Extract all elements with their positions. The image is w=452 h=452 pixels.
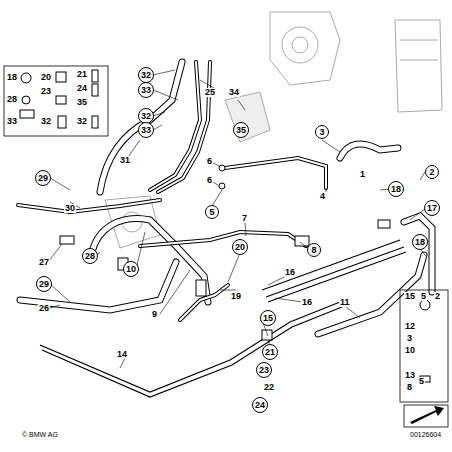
callout-number: 27 [38, 258, 50, 267]
callout-number: 29 [39, 280, 49, 289]
callout-circle: 20 [232, 239, 248, 255]
callout-number: 32 [141, 71, 151, 80]
callout-number: 32 [40, 117, 52, 126]
callout-number: 21 [265, 348, 275, 357]
callout-number: 16 [284, 268, 296, 277]
callout-number: 24 [76, 84, 88, 93]
callout-circle: 29 [36, 276, 52, 292]
callout-circle: 29 [35, 170, 51, 186]
callout-number: 3 [406, 334, 413, 343]
callout-circle: 15 [260, 310, 276, 326]
callout-number: 10 [404, 346, 416, 355]
callout-number: 23 [259, 366, 269, 375]
credit-text: 00126604 [409, 431, 442, 438]
callout-number: 25 [204, 88, 216, 97]
callout-number: 8 [311, 246, 316, 255]
callout-number: 5 [418, 377, 425, 386]
callout-number: 20 [40, 73, 52, 82]
callout-number: 19 [230, 292, 242, 301]
callout-circle: 5 [205, 205, 219, 219]
callout-number: 15 [404, 292, 416, 301]
callout-number: 33 [6, 117, 18, 126]
callout-circle: 10 [123, 261, 139, 277]
callout-number: 22 [263, 383, 275, 392]
callout-circle: 32 [138, 67, 154, 83]
callout-number: 4 [319, 192, 326, 201]
callout-number: 12 [404, 322, 416, 331]
callout-number: 7 [241, 214, 248, 223]
callout-number: 23 [40, 87, 52, 96]
callout-number: 5 [209, 208, 214, 217]
callout-circle: 24 [252, 397, 268, 413]
callout-circle: 28 [82, 248, 98, 264]
callout-number: 33 [141, 126, 151, 135]
callout-number: 15 [263, 314, 273, 323]
credit-text: © BMW AG [21, 431, 59, 438]
callout-number: 26 [38, 304, 50, 313]
callout-circle: 21 [262, 344, 278, 360]
callout-number: 10 [126, 265, 136, 274]
callout-number: 2 [429, 168, 434, 177]
callout-number: 5 [420, 292, 427, 301]
callout-number: 35 [236, 126, 246, 135]
callout-number: 16 [301, 298, 313, 307]
callout-number: 3 [319, 128, 324, 137]
callout-number: 24 [255, 401, 265, 410]
callout-number: 28 [85, 252, 95, 261]
callout-circle: 33 [138, 82, 154, 98]
callout-number: 30 [64, 204, 76, 213]
callout-number: 29 [38, 174, 48, 183]
callout-number: 6 [206, 176, 213, 185]
callout-number: 13 [404, 371, 416, 380]
callout-number: 18 [391, 185, 401, 194]
callout-number: 11 [339, 298, 351, 307]
callout-number: 18 [6, 73, 18, 82]
callout-circle: 18 [412, 234, 428, 250]
callout-number: 20 [235, 243, 245, 252]
callout-number: 2 [434, 292, 441, 301]
callout-circle: 3 [315, 125, 329, 139]
callout-number: 1 [359, 170, 366, 179]
callout-circle: 35 [233, 122, 249, 138]
callout-circle: 23 [256, 362, 272, 378]
callout-number: 34 [228, 88, 240, 97]
callout-number: 6 [206, 157, 213, 166]
callout-number: 14 [116, 350, 128, 359]
callout-number: 17 [427, 204, 437, 213]
callout-circle: 33 [138, 122, 154, 138]
callout-number: 8 [406, 383, 413, 392]
callout-number: 9 [151, 310, 158, 319]
callout-circle: 17 [424, 200, 440, 216]
callout-circle: 2 [425, 165, 439, 179]
callout-circle: 18 [388, 181, 404, 197]
callout-circle: 8 [307, 243, 321, 257]
callout-number: 32 [76, 117, 88, 126]
callout-number: 31 [119, 156, 131, 165]
callout-number: 28 [6, 95, 18, 104]
callout-number: 33 [141, 86, 151, 95]
callout-number: 21 [76, 70, 88, 79]
callout-number: 35 [76, 98, 88, 107]
callout-number: 32 [141, 112, 151, 121]
callout-number: 18 [415, 238, 425, 247]
